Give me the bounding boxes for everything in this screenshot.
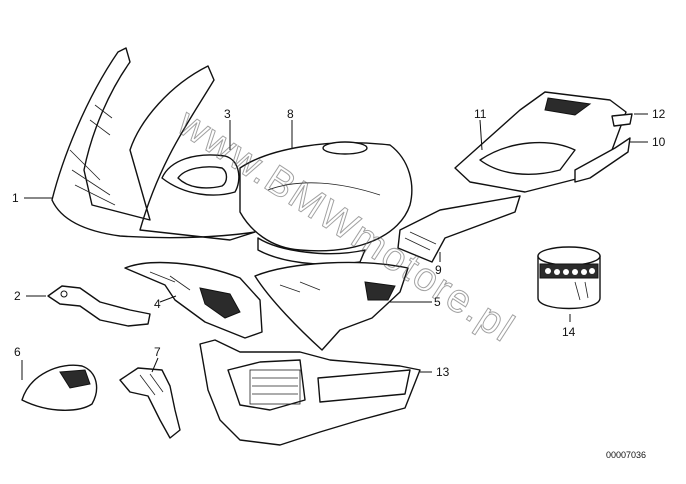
callout-11: 11	[474, 107, 487, 121]
callout-2: 2	[14, 289, 21, 303]
callout-12: 12	[652, 107, 666, 121]
side-trim	[397, 195, 521, 263]
cowl-bracket	[574, 113, 633, 183]
inner-panel	[124, 261, 263, 339]
callout-7: 7	[154, 345, 161, 359]
callout-4: 4	[154, 297, 161, 311]
leader-lines	[21, 113, 648, 380]
callout-6: 6	[14, 345, 21, 359]
callout-5: 5	[434, 295, 441, 309]
paint-can	[537, 246, 601, 310]
lower-fairing	[199, 339, 421, 446]
rear-fender-piece	[119, 367, 181, 439]
callout-8: 8	[287, 107, 294, 121]
front-fender	[21, 364, 98, 411]
callout-9: 9	[435, 263, 442, 277]
fuel-tank	[239, 141, 413, 266]
callout-14: 14	[562, 325, 576, 339]
callout-13: 13	[436, 365, 450, 379]
callout-3: 3	[224, 107, 231, 121]
callout-1: 1	[12, 191, 19, 205]
fairing-vent	[161, 154, 240, 196]
mounting-bracket	[47, 285, 151, 327]
side-panel	[254, 261, 409, 351]
document-number: 00007036	[606, 450, 646, 460]
callout-10: 10	[652, 135, 666, 149]
front-fairing	[51, 47, 256, 241]
